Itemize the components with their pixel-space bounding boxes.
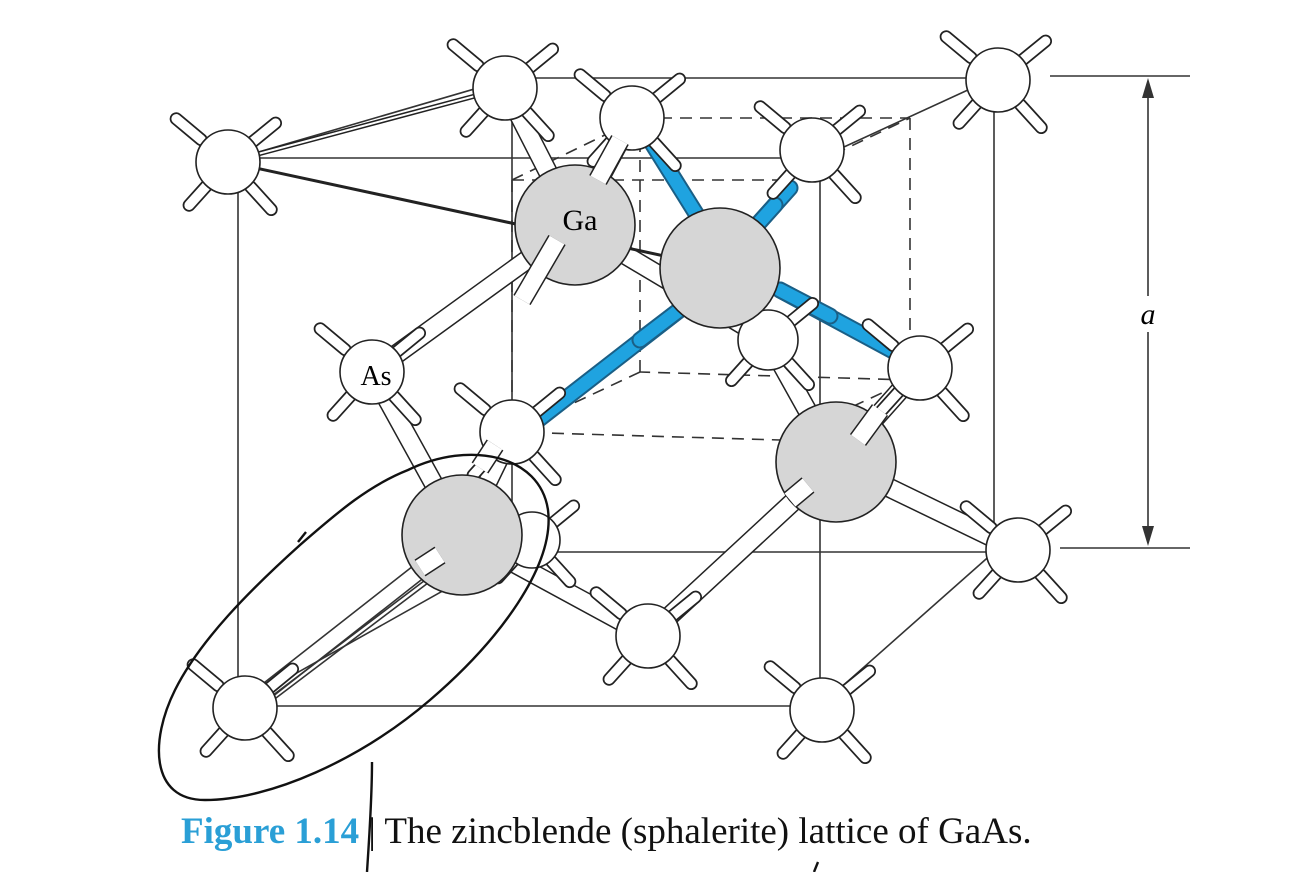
bond-stub — [1037, 506, 1071, 535]
bond-stub — [262, 727, 293, 761]
hand-drawn-caret-mark — [812, 861, 820, 872]
bond-stub — [546, 556, 575, 587]
bond-stub — [726, 356, 754, 386]
figure-caption: Figure 1.14 | The zincblende (sphalerite… — [181, 810, 1032, 853]
lattice-constant-label: a — [1141, 298, 1156, 331]
inner-cube-dashed-edge — [511, 431, 781, 441]
bond-stub — [954, 97, 983, 128]
ga-label: Ga — [563, 204, 598, 237]
bond-stub — [863, 320, 898, 351]
bond-stub — [245, 181, 276, 215]
bond-tip — [590, 135, 628, 185]
hand-drawn-pointer-line — [365, 761, 374, 872]
bond-stub — [455, 384, 490, 415]
bond-stub — [961, 502, 996, 533]
bond-stub — [839, 729, 870, 763]
as-atom-front-top-left — [195, 129, 261, 195]
handwritten-annotation — [157, 453, 820, 872]
bond-stub — [524, 44, 558, 73]
as-label: As — [360, 361, 391, 392]
as-atom-back-top-right — [965, 47, 1031, 113]
as-atom-front-bottom-right — [789, 677, 855, 743]
lattice-constant-dimension: a — [1050, 75, 1190, 549]
bond-stub — [768, 167, 797, 198]
caption-separator: | — [359, 811, 385, 852]
bond-edge — [268, 557, 455, 700]
bond-stub — [264, 664, 298, 693]
bond-tip — [415, 547, 445, 576]
as-atom-back-bottom-right — [985, 517, 1051, 583]
bond-stub — [1015, 99, 1046, 133]
bond-stub — [391, 328, 425, 357]
ga-atom-lower-left — [401, 474, 523, 596]
bond-stub — [247, 118, 281, 147]
as-atom-top-face-center — [599, 85, 665, 151]
bond-stub — [937, 387, 968, 421]
bond-stub — [831, 106, 865, 135]
bond-edge — [239, 548, 436, 703]
bond-stub — [591, 588, 626, 619]
bond-stub — [188, 660, 223, 691]
bond — [227, 87, 506, 163]
bond-edge — [270, 560, 457, 703]
bond-stub — [575, 70, 610, 101]
bond-stub — [328, 389, 357, 420]
inner-cube-dashed-edge — [511, 117, 641, 181]
bond-stub — [651, 74, 685, 103]
bond-stub — [765, 662, 800, 693]
bond-stub — [315, 324, 350, 355]
bond-tip — [851, 404, 887, 446]
as-atom-back-top-left — [472, 55, 538, 121]
bond-stub — [529, 451, 560, 485]
hand-drawn-ellipse — [157, 453, 550, 802]
as-atom-front-top-right — [779, 117, 845, 183]
inner-cube-dashed-edge — [511, 371, 641, 433]
bond-stub — [941, 32, 976, 63]
dimension-arrow-bottom — [1142, 526, 1154, 546]
bond-tip — [784, 478, 814, 507]
as-atom-left-face-center — [339, 339, 405, 405]
bond-stub — [1035, 569, 1066, 603]
bond-stub — [184, 179, 213, 210]
bond-stub — [665, 655, 696, 689]
bond-stub — [604, 653, 633, 684]
bond-stub — [939, 324, 973, 353]
figure-number: Figure 1.14 — [181, 811, 360, 852]
bond-stub — [667, 592, 701, 621]
bond-stub — [171, 114, 206, 145]
bond-stub — [461, 105, 490, 136]
bond-stub — [778, 727, 807, 758]
bond-stub — [755, 102, 790, 133]
atom-layer — [169, 30, 1073, 765]
bond-stub — [1017, 36, 1051, 65]
bond-stub — [786, 298, 818, 326]
as-atom-right-face-center — [887, 335, 953, 401]
bond-stub — [876, 385, 905, 416]
bond-stub — [448, 40, 483, 71]
as-atom-front-bottom-left — [212, 675, 278, 741]
as-atom-back-face-center — [737, 309, 799, 371]
bond-tip — [514, 235, 565, 305]
bond-stub — [531, 388, 565, 417]
bond-stub — [829, 169, 860, 203]
bond-stub — [201, 725, 230, 756]
bond-stub — [548, 501, 579, 528]
bond-stub — [974, 567, 1003, 598]
bond — [227, 160, 721, 270]
inner-cube-dashed-edge — [639, 371, 911, 381]
caption-text: The zincblende (sphalerite) lattice of G… — [384, 811, 1032, 852]
bond-stub — [522, 107, 553, 141]
bond-stub — [649, 137, 680, 171]
bond-stub — [389, 391, 420, 425]
dimension-arrow-top — [1142, 78, 1154, 98]
bond-stub — [841, 666, 875, 695]
hand-drawn-tick-mark — [297, 531, 307, 543]
as-atom-bottom-face-center — [615, 603, 681, 669]
bond-stub — [784, 358, 814, 390]
ga-atom-upper-right — [659, 207, 781, 329]
